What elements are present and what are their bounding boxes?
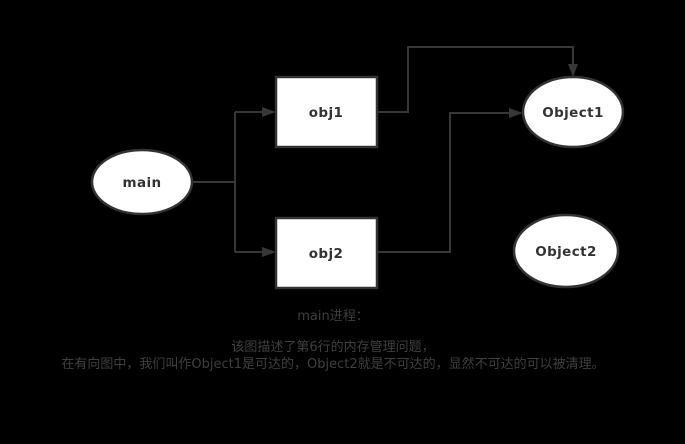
node-obj1-shape [274, 75, 379, 149]
node-obj2-shape [274, 216, 379, 290]
arrowhead-into-obj1 [262, 107, 276, 117]
node-object1-shape [521, 75, 625, 149]
caption-main-process: main进程： [297, 309, 369, 324]
node-main-shape [90, 148, 194, 216]
arrowhead-into-object1-top [568, 64, 578, 77]
node-object1-label: Object1 [542, 105, 604, 121]
node-obj2-label: obj2 [309, 246, 344, 262]
node-object2-shape [512, 213, 620, 289]
caption-description-line2: 在有向图中，我们叫作Object1是可达的，Object2就是不可达的，显然不可… [61, 357, 605, 372]
arrowhead-into-obj2 [262, 247, 276, 257]
edge-obj2-to-object1 [377, 112, 510, 253]
node-main-label: main [122, 175, 161, 191]
caption-description-line1: 该图描述了第6行的内存管理问题， [231, 340, 435, 355]
node-obj1-label: obj1 [309, 105, 344, 121]
arrowhead-into-object1-left [509, 108, 523, 118]
node-object2-label: Object2 [535, 244, 597, 260]
edge-obj1-to-object1 [377, 46, 574, 113]
